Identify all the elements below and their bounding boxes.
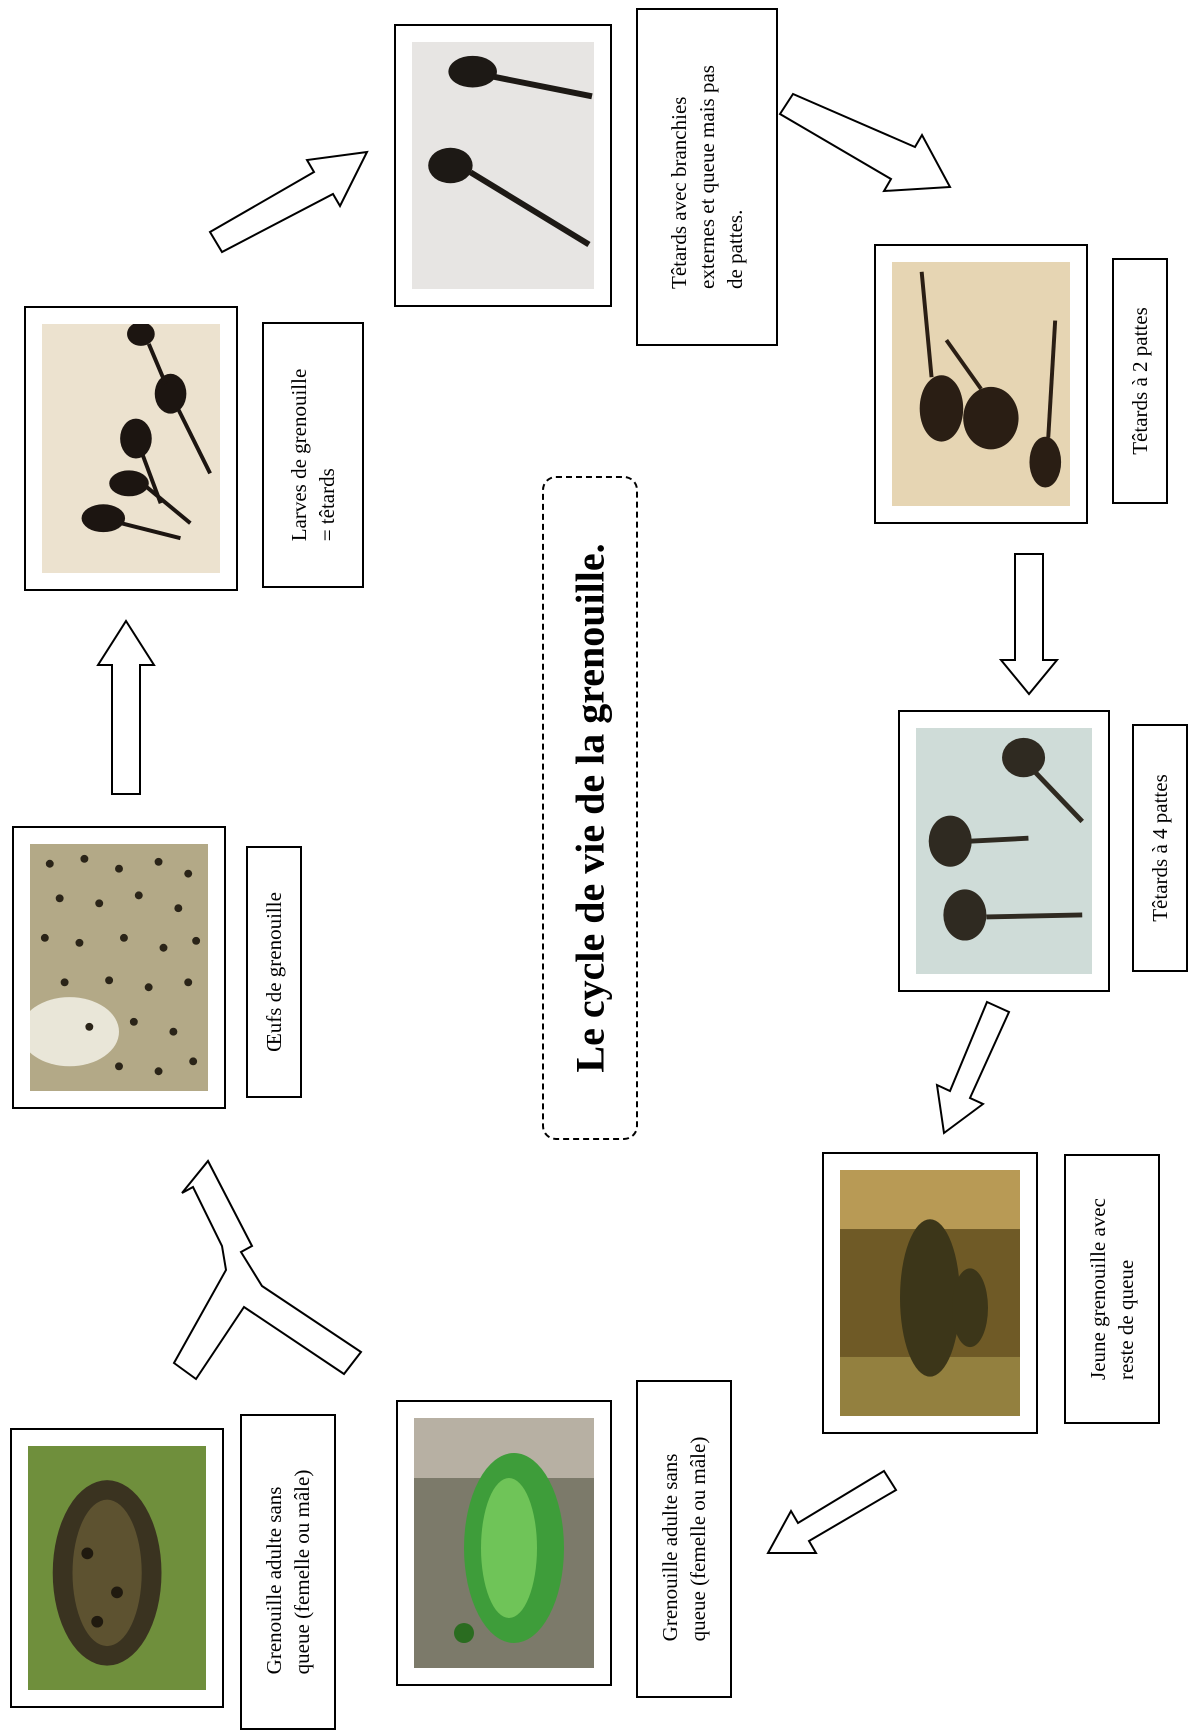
- photo-four-legs: [898, 710, 1110, 992]
- arrow-larvae-to-gills: [210, 152, 367, 252]
- caption-line: reste de queue: [1112, 1198, 1140, 1380]
- arrow-fourlegs-to-young: [937, 1002, 1009, 1133]
- adult-brown-frog-photo: [28, 1446, 206, 1690]
- photo-adult-green: [396, 1400, 612, 1686]
- photo-larvae: [24, 306, 238, 591]
- caption-adult-brown: Grenouille adulte sans queue (femelle ou…: [240, 1414, 336, 1730]
- tadpoles-photo: [42, 324, 220, 573]
- caption-line: externes et queue mais pas: [693, 65, 721, 289]
- caption-line: Jeune grenouille avec: [1084, 1198, 1112, 1380]
- caption-line: Têtards avec branchies: [665, 65, 693, 289]
- caption-two-legs: Têtards à 2 pattes: [1112, 258, 1168, 504]
- caption-adult-green: Grenouille adulte sans queue (femelle ou…: [636, 1380, 732, 1698]
- photo-adult-brown: [10, 1428, 224, 1708]
- caption-eggs: Œufs de grenouille: [246, 846, 302, 1098]
- caption-four-legs: Têtards à 4 pattes: [1132, 724, 1188, 972]
- photo-two-legs: [874, 244, 1088, 524]
- arrow-young-to-adult: [768, 1471, 896, 1553]
- caption-young-frog: Jeune grenouille avec reste de queue: [1064, 1154, 1160, 1424]
- photo-eggs: [12, 826, 226, 1109]
- photo-gills: [394, 24, 612, 307]
- caption-line: Œufs de grenouille: [260, 892, 288, 1052]
- frog-eggs-photo: [30, 844, 208, 1091]
- caption-line: Larves de grenouille: [285, 369, 313, 542]
- photo-young-frog: [822, 1152, 1038, 1434]
- caption-larvae: Larves de grenouille = têtards: [262, 322, 364, 588]
- caption-line: Grenouille adulte sans: [656, 1437, 684, 1642]
- caption-line: queue (femelle ou mâle): [684, 1437, 712, 1642]
- young-frog-photo: [840, 1170, 1020, 1416]
- arrow-adults-to-eggs: [174, 1161, 361, 1379]
- caption-line: Têtards à 4 pattes: [1146, 774, 1174, 922]
- tadpoles-two-legs-photo: [892, 262, 1070, 506]
- caption-line: = têtards: [313, 369, 341, 542]
- caption-line: Grenouille adulte sans: [260, 1470, 288, 1675]
- caption-line: de pattes.: [721, 65, 749, 289]
- title-box: Le cycle de vie de la grenouille.: [542, 476, 638, 1140]
- caption-line: queue (femelle ou mâle): [288, 1470, 316, 1675]
- tadpoles-gills-photo: [412, 42, 594, 289]
- arrow-twolegs-to-fourlegs: [1001, 554, 1057, 694]
- adult-green-frog-photo: [414, 1418, 594, 1668]
- arrow-eggs-to-larvae: [98, 621, 154, 794]
- arrow-gills-to-twolegs: [780, 94, 950, 191]
- diagram-title: Le cycle de vie de la grenouille.: [567, 543, 614, 1072]
- caption-line: Têtards à 2 pattes: [1126, 307, 1154, 455]
- tadpoles-four-legs-photo: [916, 728, 1092, 974]
- caption-gills: Têtards avec branchies externes et queue…: [636, 8, 778, 346]
